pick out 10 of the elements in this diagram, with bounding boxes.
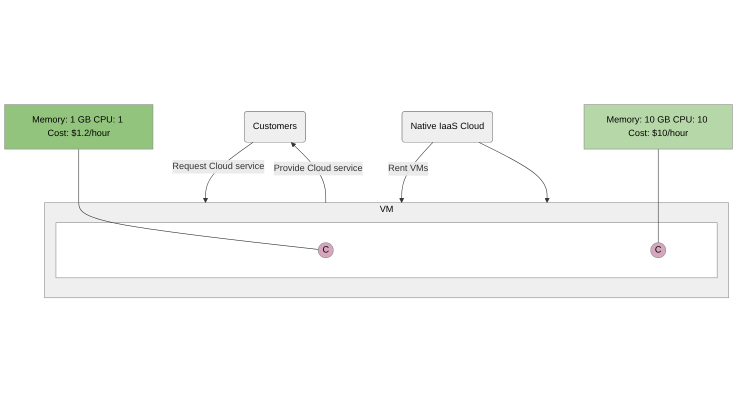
node-box: Memory: 10 GB CPU: 10 Cost: $10/hour <box>584 104 733 150</box>
edge-label: Rent VMs <box>388 164 428 174</box>
cluster <box>56 222 718 278</box>
edge-label: Request Cloud service <box>172 162 264 172</box>
edge-label: Provide Cloud service <box>274 164 363 174</box>
node-box: Memory: 1 GB CPU: 1 Cost: $1.2/hour <box>4 104 154 150</box>
arrow <box>478 142 550 204</box>
node-circle: C <box>650 242 666 258</box>
connector <box>78 149 319 250</box>
node-circle: C <box>318 242 334 258</box>
